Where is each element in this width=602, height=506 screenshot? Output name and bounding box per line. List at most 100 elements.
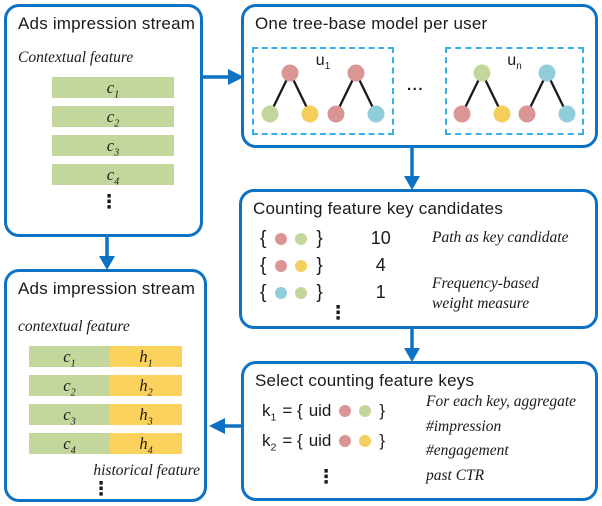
bar-label: c1 bbox=[63, 346, 76, 369]
vertical-ellipsis: ⋮ bbox=[99, 191, 119, 213]
ads-impression-stream-bottom-box: Ads impression stream contextual feature… bbox=[4, 269, 207, 502]
bar-label: c2 bbox=[63, 375, 76, 398]
historical-feature-label: historical feature bbox=[93, 462, 200, 479]
candidate-count: 10 bbox=[370, 228, 391, 248]
contextual-feature-bars: c1 c2 c3 c4 bbox=[52, 77, 174, 193]
bar-label: c4 bbox=[63, 433, 76, 456]
arrow-counting-to-select bbox=[404, 328, 420, 362]
candidate-row: { } 1 bbox=[260, 279, 407, 306]
blue-dot bbox=[275, 286, 288, 299]
close-brace: } bbox=[316, 281, 323, 303]
key-rows: k1 = { uid } k2 = { uid } bbox=[262, 396, 385, 456]
bar-label: c2 bbox=[106, 106, 120, 129]
close-brace: } bbox=[316, 227, 323, 249]
yellow-dot bbox=[295, 259, 308, 272]
feature-row: c3 bbox=[52, 135, 174, 158]
green-node bbox=[261, 105, 279, 123]
box-title: Ads impression stream bbox=[18, 279, 196, 298]
yellow-dot bbox=[359, 435, 372, 447]
feature-row: c4 h4 bbox=[29, 433, 182, 456]
red-node bbox=[281, 64, 299, 82]
bar-label: c4 bbox=[106, 164, 120, 187]
bar-label: h1 bbox=[139, 346, 153, 369]
contextual-feature-label: contextual feature bbox=[18, 318, 130, 335]
contextual-feature-bar: c3 bbox=[52, 135, 174, 158]
arrow-stream-to-trees bbox=[203, 69, 244, 85]
open-brace: { bbox=[260, 227, 267, 249]
bar-label: c1 bbox=[106, 77, 120, 100]
green-dot bbox=[359, 405, 372, 417]
candidate-row: { } 10 bbox=[260, 225, 407, 252]
yellow-node bbox=[493, 105, 511, 123]
bar-label: h4 bbox=[139, 433, 153, 456]
historical-feature-bar: h2 bbox=[110, 375, 182, 398]
key-dots bbox=[275, 259, 308, 272]
feature-row: c2 h2 bbox=[29, 375, 182, 398]
box-title: Counting feature key candidates bbox=[253, 199, 504, 218]
uid-label: uid bbox=[308, 431, 332, 450]
bar-label: c3 bbox=[63, 404, 76, 427]
assign-open-brace: = { bbox=[282, 431, 303, 450]
close-brace: } bbox=[379, 431, 386, 450]
user-model-group-1: u1 bbox=[252, 47, 394, 135]
tree-group bbox=[447, 61, 582, 131]
contextual-feature-bar: c1 bbox=[52, 77, 174, 100]
green-node bbox=[473, 64, 491, 82]
contextual-feature-bar: c2 bbox=[29, 375, 110, 398]
aggregate-note: For each key, aggregate #impression #eng… bbox=[426, 393, 577, 484]
tree-icon bbox=[259, 62, 321, 131]
joined-feature-bars: c1 h1 c2 h2 c3 h3 c4 bbox=[29, 346, 182, 462]
frequency-note: Frequency-based weight measure bbox=[432, 275, 540, 312]
contextual-feature-bar: c2 bbox=[52, 106, 174, 129]
red-node bbox=[518, 105, 536, 123]
bar-label: h2 bbox=[139, 375, 153, 398]
user-label: u1 bbox=[315, 52, 331, 73]
user-label: un bbox=[507, 52, 522, 73]
close-brace: } bbox=[379, 401, 386, 420]
tree-icon bbox=[325, 62, 387, 131]
select-keys-box: Select counting feature keys k1 = { uid … bbox=[241, 361, 598, 501]
uid-label: uid bbox=[308, 401, 332, 420]
key-dots bbox=[339, 435, 372, 447]
blue-node bbox=[367, 105, 385, 123]
candidate-rows: { } 10 { } 4 { } 1 bbox=[260, 225, 407, 306]
candidate-count: 4 bbox=[375, 255, 386, 275]
contextual-feature-bar: c3 bbox=[29, 404, 110, 427]
red-dot bbox=[275, 232, 288, 245]
arrow-trees-to-counting bbox=[404, 147, 420, 190]
historical-feature-bar: h3 bbox=[110, 404, 182, 426]
tree-icon bbox=[516, 62, 578, 131]
blue-node bbox=[558, 105, 576, 123]
historical-feature-bar: h1 bbox=[110, 346, 182, 369]
red-dot bbox=[339, 435, 352, 447]
contextual-feature-label: Contextual feature bbox=[18, 49, 134, 66]
assign-open-brace: = { bbox=[282, 401, 303, 420]
key-row: k2 = { uid } bbox=[262, 426, 385, 456]
yellow-node bbox=[301, 105, 319, 123]
path-key-note: Path as key candidate bbox=[432, 229, 569, 246]
key-label: k2 bbox=[262, 431, 277, 454]
tree-model-box: One tree-base model per user u1 ... un bbox=[241, 4, 598, 148]
ads-impression-stream-top-box: Ads impression stream Contextual feature… bbox=[4, 4, 203, 237]
green-dot bbox=[295, 232, 308, 245]
tree-group bbox=[254, 61, 392, 131]
user-model-group-n: un bbox=[445, 47, 584, 135]
feature-row: c4 bbox=[52, 164, 174, 187]
bar-label: c3 bbox=[106, 135, 120, 158]
key-dots bbox=[275, 286, 308, 299]
candidate-row: { } 4 bbox=[260, 252, 407, 279]
box-title: Ads impression stream bbox=[18, 14, 196, 33]
models-ellipsis: ... bbox=[407, 77, 425, 94]
candidate-count: 1 bbox=[375, 282, 386, 302]
close-brace: } bbox=[316, 254, 323, 276]
arrow-select-to-joined-stream bbox=[209, 418, 242, 434]
contextual-feature-bar: c4 bbox=[29, 433, 110, 456]
vertical-ellipsis: ⋮ bbox=[328, 302, 348, 324]
vertical-ellipsis: ⋮ bbox=[316, 466, 336, 488]
green-dot bbox=[295, 286, 308, 299]
open-brace: { bbox=[260, 281, 267, 303]
contextual-feature-bar: c4 bbox=[52, 164, 174, 187]
red-dot bbox=[275, 259, 288, 272]
open-brace: { bbox=[260, 254, 267, 276]
key-dots bbox=[275, 232, 308, 245]
